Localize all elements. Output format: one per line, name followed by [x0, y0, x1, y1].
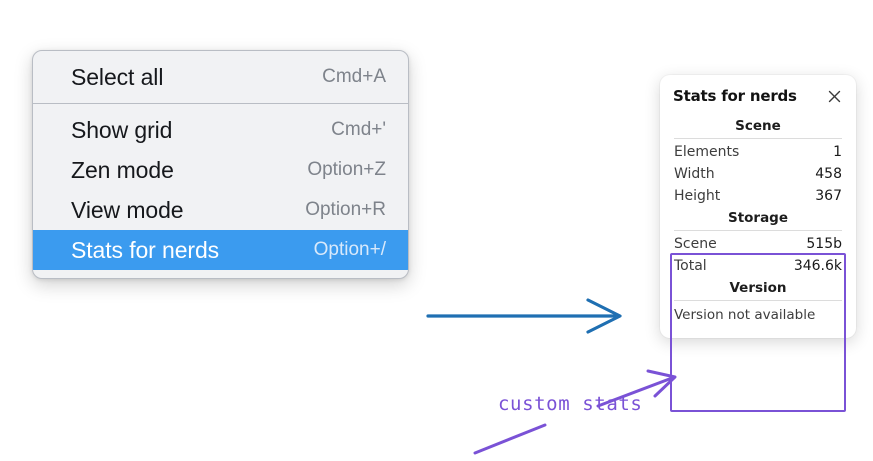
section-divider — [674, 230, 842, 231]
stat-value: 458 — [815, 166, 842, 182]
stat-key: Total — [674, 258, 707, 274]
stat-row-storage-scene: Scene 515b — [672, 233, 844, 255]
section-heading-version: Version — [729, 280, 787, 296]
menu-item-label: Stats for nerds — [71, 236, 220, 263]
stats-panel-header: Stats for nerds — [672, 87, 844, 105]
blue-arrow-icon — [426, 298, 622, 334]
stat-value: 515b — [806, 236, 842, 252]
custom-stats-annotation-label: custom stats — [498, 393, 643, 415]
stat-row-elements: Elements 1 — [672, 141, 844, 163]
stats-section-storage: Storage Scene 515b Total 346.6k — [672, 207, 844, 277]
stat-key: Height — [674, 188, 721, 204]
stats-section-scene: Scene Elements 1 Width 458 Height 367 — [672, 115, 844, 207]
menu-group-view: Show grid Cmd+' Zen mode Option+Z View m… — [33, 110, 408, 270]
menu-item-shortcut: Option+R — [305, 199, 386, 220]
menu-item-zen-mode[interactable]: Zen mode Option+Z — [33, 150, 408, 190]
menu-item-shortcut: Option+Z — [307, 159, 386, 180]
stat-key: Width — [674, 166, 715, 182]
stat-value: 346.6k — [793, 258, 842, 274]
stat-key: Elements — [674, 144, 740, 160]
menu-item-shortcut: Cmd+' — [331, 119, 386, 140]
section-heading-scene: Scene — [735, 118, 781, 134]
version-note: Version not available — [674, 307, 816, 323]
menu-item-shortcut: Option+/ — [313, 239, 386, 260]
menu-group-selection: Select all Cmd+A — [33, 57, 408, 97]
stat-key: Scene — [674, 236, 717, 252]
menu-separator — [33, 103, 408, 104]
section-heading-storage: Storage — [727, 210, 789, 226]
stat-value: 367 — [815, 188, 842, 204]
menu-item-show-grid[interactable]: Show grid Cmd+' — [33, 110, 408, 150]
section-divider — [674, 300, 842, 301]
menu-item-label: Zen mode — [71, 156, 174, 183]
menu-item-label: Show grid — [71, 116, 173, 143]
purple-underline-stroke-icon — [473, 423, 547, 455]
menu-item-shortcut: Cmd+A — [322, 66, 386, 87]
menu-item-label: Select all — [71, 63, 164, 90]
stat-value: 1 — [833, 144, 842, 160]
menu-item-label: View mode — [71, 196, 184, 223]
close-icon[interactable] — [825, 87, 843, 105]
menu-item-stats-for-nerds[interactable]: Stats for nerds Option+/ — [33, 230, 408, 270]
stat-row-height: Height 367 — [672, 185, 844, 207]
section-divider — [674, 138, 842, 139]
stat-row-width: Width 458 — [672, 163, 844, 185]
stat-row-storage-total: Total 346.6k — [672, 255, 844, 277]
stats-panel-title: Stats for nerds — [673, 87, 797, 105]
menu-item-select-all[interactable]: Select all Cmd+A — [33, 57, 408, 97]
stats-for-nerds-panel[interactable]: Stats for nerds Scene Elements 1 Width 4… — [660, 75, 856, 338]
canvas-context-menu[interactable]: Select all Cmd+A Show grid Cmd+' Zen mod… — [32, 50, 409, 279]
menu-item-view-mode[interactable]: View mode Option+R — [33, 190, 408, 230]
stats-section-version: Version Version not available — [672, 277, 844, 324]
